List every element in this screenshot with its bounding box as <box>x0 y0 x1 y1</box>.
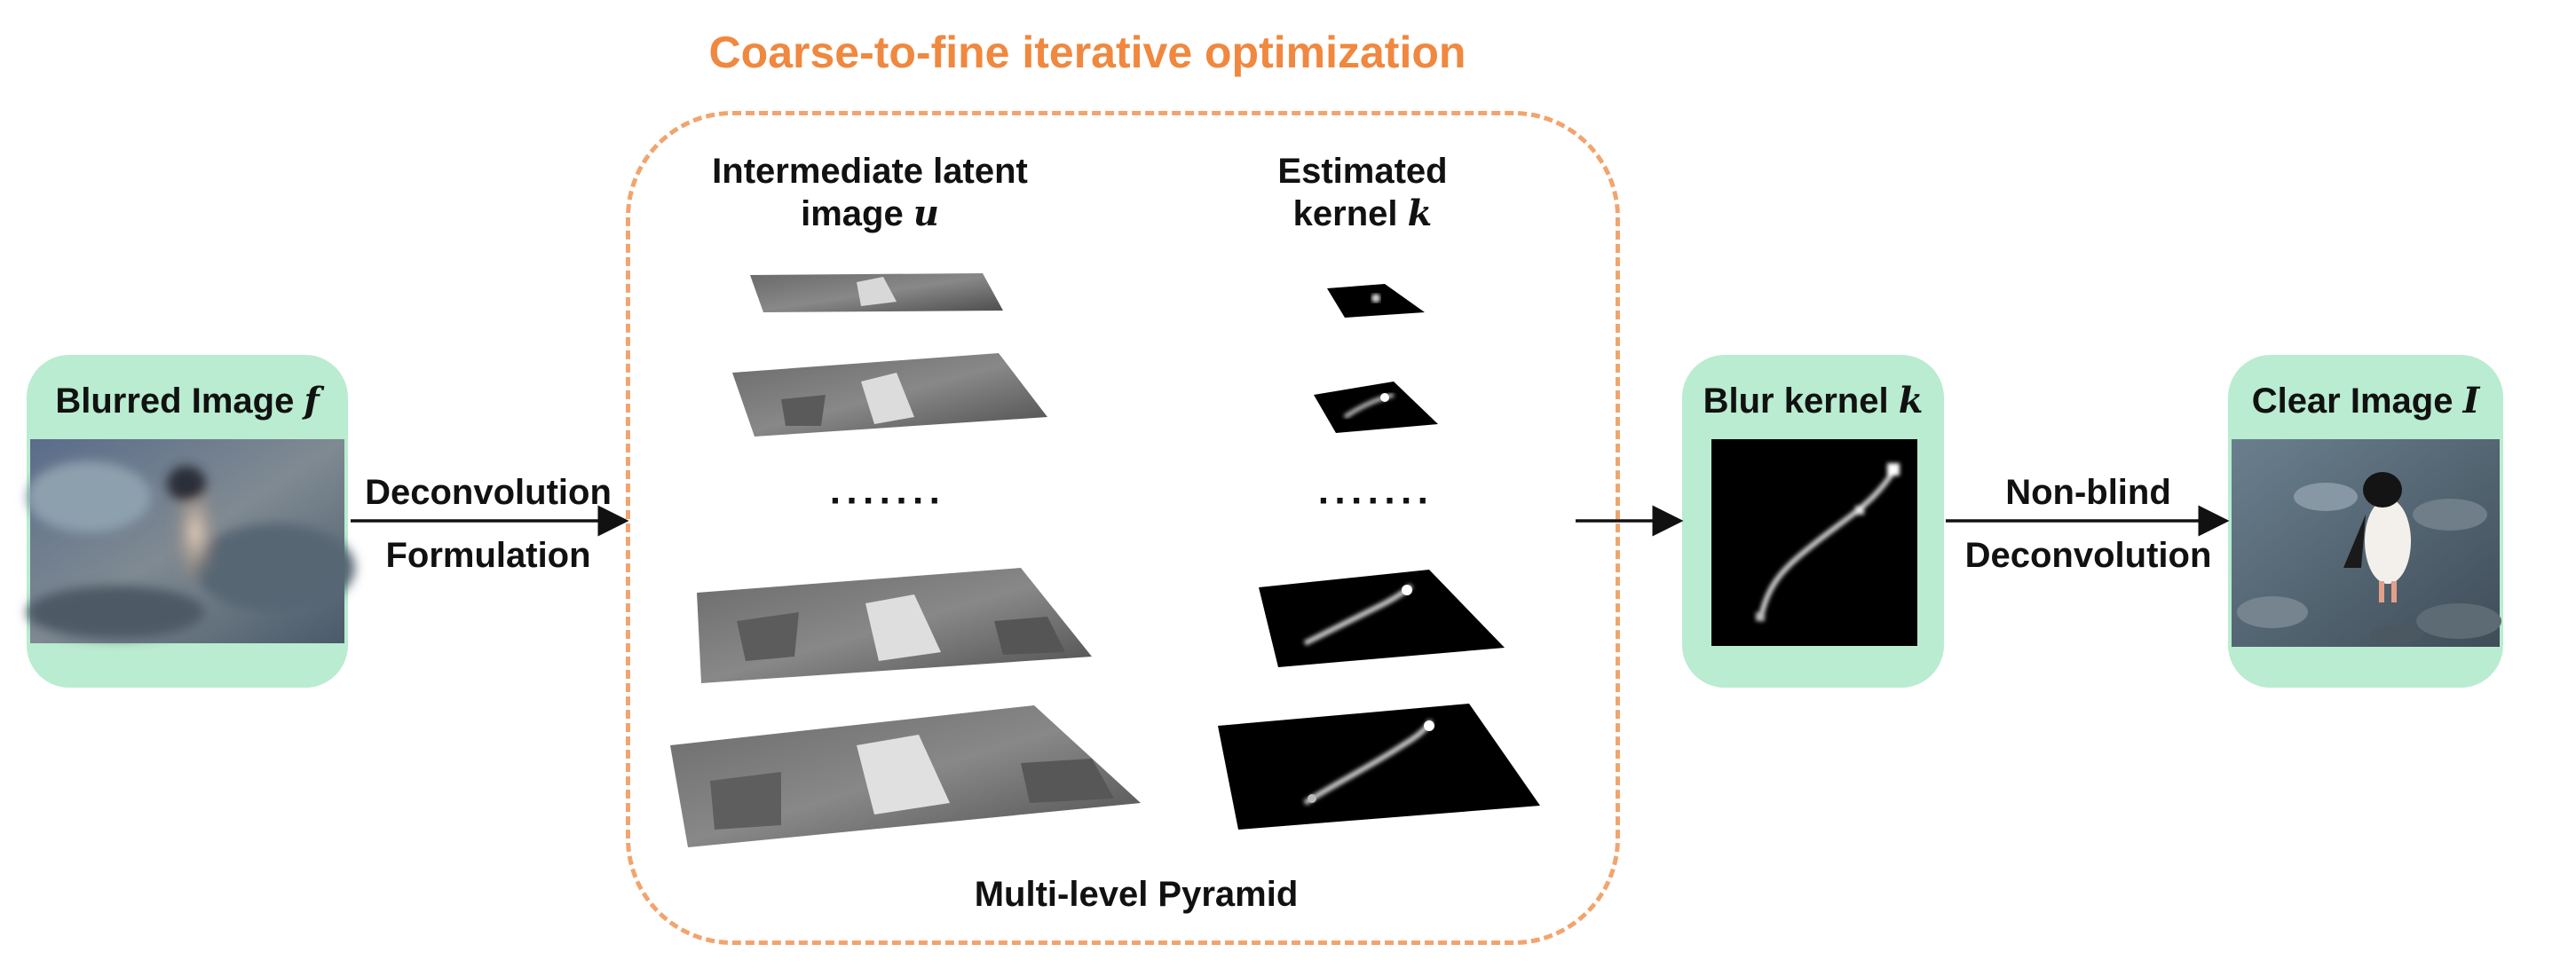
clear-image-label: Clear Image I <box>2228 380 2503 422</box>
latent-symbol: u <box>913 193 939 235</box>
blurred-image-label: Blurred Image f <box>27 380 348 422</box>
multi-level-pyramid-label: Multi-level Pyramid <box>974 875 1299 914</box>
blur-kernel-text: Blur kernel <box>1703 382 1889 421</box>
kernel-level-4 <box>1218 704 1540 830</box>
latent-level-2 <box>732 353 1047 437</box>
latent-level-4 <box>670 705 1141 847</box>
step2-line2: Deconvolution <box>1964 536 2212 576</box>
latent-level-3 <box>697 568 1092 683</box>
step1-line1: Deconvolution <box>365 473 612 512</box>
blurred-image-symbol: f <box>304 380 320 421</box>
estimated-kernel-label: Estimated kernel k <box>1216 151 1509 235</box>
blur-kernel-image <box>1711 439 1917 646</box>
kernel-level-3 <box>1259 570 1505 667</box>
clear-image-text: Clear Image <box>2251 382 2454 421</box>
kernel-level-1 <box>1327 284 1425 318</box>
latent-ellipsis: ······· <box>829 479 946 523</box>
latent-image-label: Intermediate latent image u <box>675 151 1065 235</box>
latent-level-1 <box>750 273 1003 312</box>
blur-kernel-symbol: k <box>1898 380 1924 421</box>
kernel-symbol: k <box>1407 193 1433 235</box>
kernel-label-line2: kernel <box>1292 194 1398 234</box>
kernel-ellipsis: ······· <box>1317 479 1434 523</box>
latent-label-line2: image <box>801 194 904 234</box>
non-blind-deconvolution-label: Non-blind Deconvolution <box>1944 472 2232 577</box>
step2-line1: Non-blind <box>2005 473 2171 512</box>
blurred-image-text: Blurred Image <box>55 382 295 421</box>
clear-image-symbol: I <box>2462 380 2480 421</box>
kernel-label-line1: Estimated <box>1277 152 1448 191</box>
latent-label-line1: Intermediate latent <box>712 152 1028 191</box>
blurred-image-thumbnail <box>27 439 355 643</box>
step1-line2: Formulation <box>385 536 591 576</box>
clear-image-thumbnail <box>2232 439 2501 647</box>
blur-kernel-label: Blur kernel k <box>1682 380 1944 422</box>
deconvolution-formulation-label: Deconvolution Formulation <box>351 472 626 577</box>
diagram-title: Coarse-to-fine iterative optimization <box>708 28 1466 77</box>
kernel-level-2 <box>1314 382 1438 433</box>
